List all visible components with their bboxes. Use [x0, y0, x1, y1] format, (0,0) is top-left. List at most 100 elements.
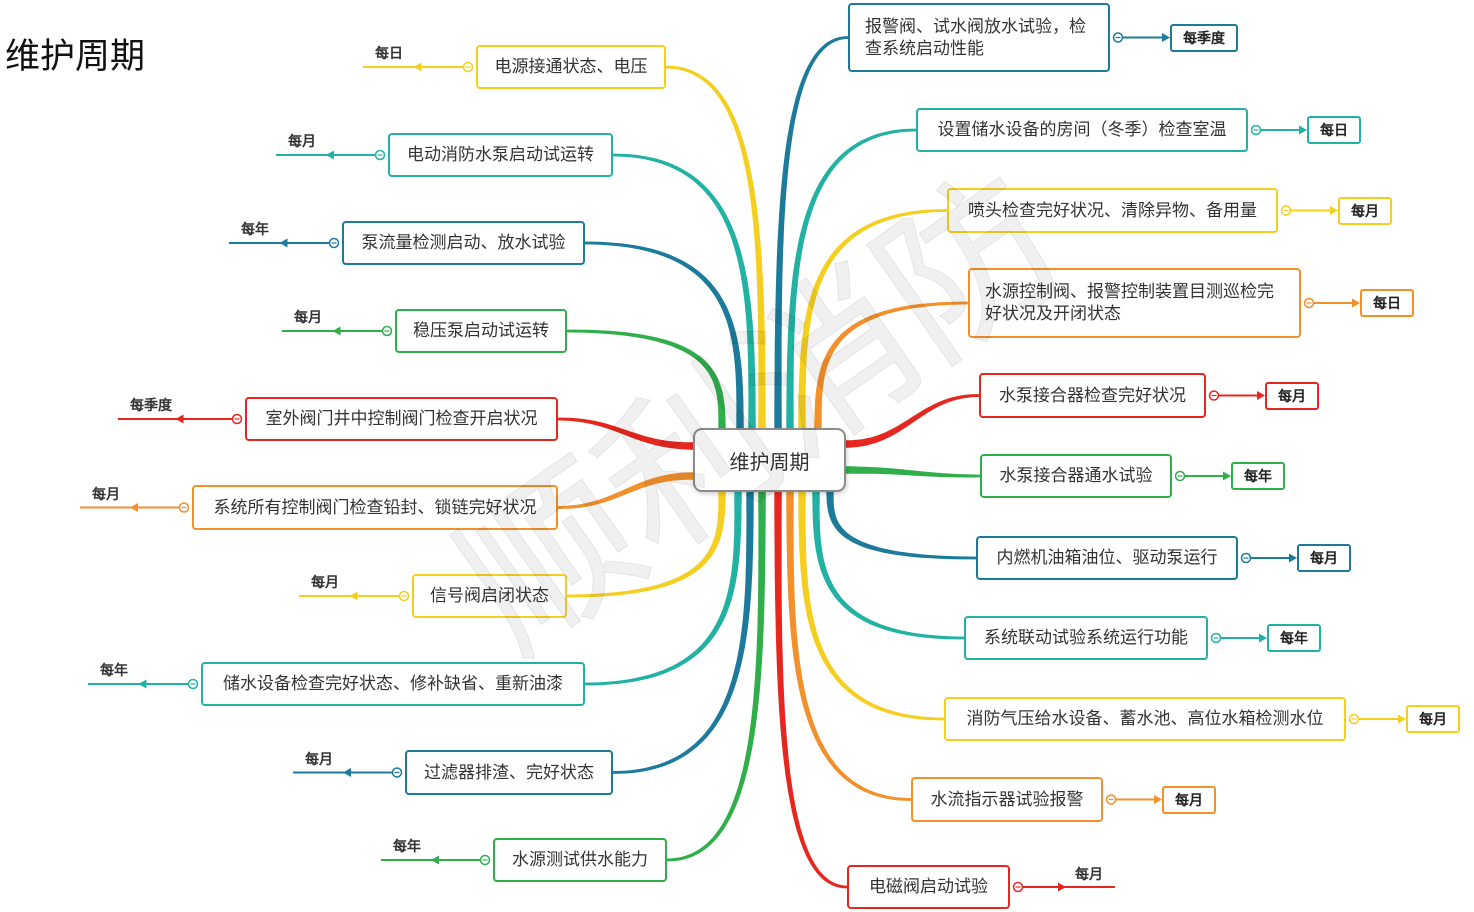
task-node[interactable]: 喷头检查完好状况、清除异物、备用量: [947, 188, 1278, 233]
collapse-toggle[interactable]: [381, 325, 393, 337]
collapse-toggle[interactable]: [391, 767, 403, 778]
collapse-toggle[interactable]: [462, 61, 474, 73]
period-connectors: [80, 32, 1406, 893]
task-node[interactable]: 设置储水设备的房间（冬季）检查室温: [916, 108, 1248, 152]
task-label: 信号阀启闭状态: [430, 586, 549, 605]
task-node[interactable]: 水泵接合器通水试验: [980, 454, 1172, 498]
collapse-toggle[interactable]: [187, 678, 199, 690]
arrow-right-icon: [1259, 633, 1267, 643]
period-node[interactable]: 每月: [1162, 785, 1216, 814]
task-label: 电磁阀启动试验: [869, 877, 988, 896]
arrow-right-icon: [1223, 471, 1231, 481]
collapse-toggle[interactable]: [1210, 632, 1222, 644]
collapse-toggle[interactable]: [1174, 470, 1186, 482]
arrow-right-icon: [1398, 714, 1406, 724]
task-node[interactable]: 消防气压给水设备、蓄水池、高位水箱检测水位: [944, 697, 1346, 741]
collapse-toggle[interactable]: [1105, 794, 1117, 805]
arrow-left-icon: [326, 150, 334, 160]
collapse-toggle[interactable]: [231, 413, 243, 425]
period-label: 每年: [393, 838, 421, 854]
task-node[interactable]: 报警阀、试水阀放水试验，检查系统启动性能: [848, 3, 1110, 72]
collapse-toggle[interactable]: [1348, 713, 1360, 725]
arrow-left-icon: [138, 679, 147, 689]
page-title: 维护周期: [5, 37, 146, 76]
collapse-toggle[interactable]: [1303, 297, 1315, 309]
task-node[interactable]: 稳压泵启动试运转: [395, 309, 567, 353]
task-label: 系统所有控制阀门检查铅封、锁链完好状况: [213, 497, 537, 517]
branch-curve: [846, 466, 980, 478]
task-label: 水源测试供水能力: [512, 850, 648, 869]
arrow-left-icon: [332, 326, 341, 336]
task-node[interactable]: 电源接通状态、电压: [476, 45, 666, 89]
period-node[interactable]: 每月: [1338, 196, 1392, 225]
period-node[interactable]: 每日: [1360, 289, 1414, 317]
period-label: 每日: [1373, 295, 1401, 311]
period-label: 每年: [1244, 468, 1272, 484]
task-node[interactable]: 系统联动试验系统运行功能: [964, 616, 1208, 660]
task-label: 稳压泵启动试运转: [413, 321, 549, 340]
collapse-toggle[interactable]: [374, 149, 386, 161]
task-label: 水源控制阀、报警控制装置目测巡检完: [985, 282, 1274, 301]
branch-curve: [774, 36, 848, 428]
task-node[interactable]: 信号阀启闭状态: [412, 574, 567, 618]
task-label: 喷头检查完好状况、清除异物、备用量: [968, 200, 1257, 220]
period-node[interactable]: 每年: [1231, 462, 1285, 490]
branch-curve: [558, 472, 693, 509]
arrow-left-icon: [279, 238, 288, 248]
task-node[interactable]: 电磁阀启动试验: [847, 865, 1010, 909]
task-node[interactable]: 系统所有控制阀门检查铅封、锁链完好状况: [192, 485, 558, 530]
period-label: 每日: [375, 45, 403, 61]
task-label: 室外阀门井中控制阀门检查开启状况: [265, 409, 538, 428]
arrow-right-icon: [1058, 882, 1066, 892]
central-topic[interactable]: 维护周期: [693, 428, 846, 492]
collapse-toggle[interactable]: [178, 502, 190, 513]
collapse-toggle[interactable]: [479, 854, 491, 866]
arrow-left-icon: [343, 768, 351, 777]
task-node[interactable]: 泵流量检测启动、放水试验: [342, 221, 585, 265]
period-node[interactable]: 每日: [1307, 116, 1361, 144]
task-label: 内燃机油箱油位、驱动泵运行: [996, 548, 1218, 567]
collapse-toggle[interactable]: [398, 590, 410, 602]
task-node[interactable]: 过滤器排渣、完好状态: [405, 750, 613, 795]
collapse-toggle[interactable]: [1012, 881, 1024, 893]
task-label: 泵流量检测启动、放水试验: [361, 233, 566, 252]
collapse-toggle[interactable]: [1240, 552, 1252, 564]
task-node[interactable]: 水源控制阀、报警控制装置目测巡检完好状况及开闭状态: [968, 268, 1301, 338]
period-node[interactable]: 每月: [1297, 544, 1351, 572]
arrow-right-icon: [1330, 206, 1338, 215]
task-node[interactable]: 水源测试供水能力: [493, 838, 667, 882]
branch-curve: [558, 417, 693, 450]
arrow-right-icon: [1257, 391, 1265, 400]
collapse-toggle[interactable]: [1250, 124, 1262, 136]
period-node[interactable]: 每年: [1267, 624, 1321, 652]
task-node[interactable]: 室外阀门井中控制阀门检查开启状况: [245, 397, 558, 441]
task-node[interactable]: 水流指示器试验报警: [911, 777, 1103, 822]
task-node[interactable]: 电动消防水泵启动试运转: [388, 133, 613, 177]
task-node[interactable]: 内燃机油箱油位、驱动泵运行: [976, 536, 1238, 580]
collapse-toggle[interactable]: [1208, 390, 1220, 401]
period-label: 每年: [1280, 630, 1308, 646]
period-label: 每月: [1075, 866, 1103, 882]
period-node[interactable]: 每月: [1265, 381, 1319, 410]
branch-curve: [846, 394, 979, 448]
task-label: 水泵接合器检查完好状况: [999, 385, 1186, 405]
period-label: 每月: [311, 574, 339, 590]
collapse-toggle[interactable]: [1280, 205, 1292, 216]
task-node[interactable]: 水泵接合器检查完好状况: [979, 373, 1206, 418]
arrow-left-icon: [431, 855, 439, 865]
task-label: 查系统启动性能: [865, 38, 984, 58]
task-label: 系统联动试验系统运行功能: [984, 628, 1188, 647]
period-label: 每月: [1278, 387, 1306, 404]
arrow-left-icon: [413, 62, 422, 72]
arrow-left-icon: [130, 503, 138, 512]
period-node[interactable]: 每月: [1406, 705, 1460, 733]
task-label: 过滤器排渣、完好状态: [424, 762, 594, 782]
period-node[interactable]: 每季度: [1170, 23, 1238, 52]
task-node[interactable]: 储水设备检查完好状态、修补缺省、重新油漆: [201, 662, 585, 706]
collapse-toggle[interactable]: [328, 237, 340, 249]
period-label: 每季度: [1183, 29, 1225, 46]
collapse-toggle[interactable]: [1112, 32, 1124, 43]
arrow-right-icon: [1289, 553, 1297, 563]
